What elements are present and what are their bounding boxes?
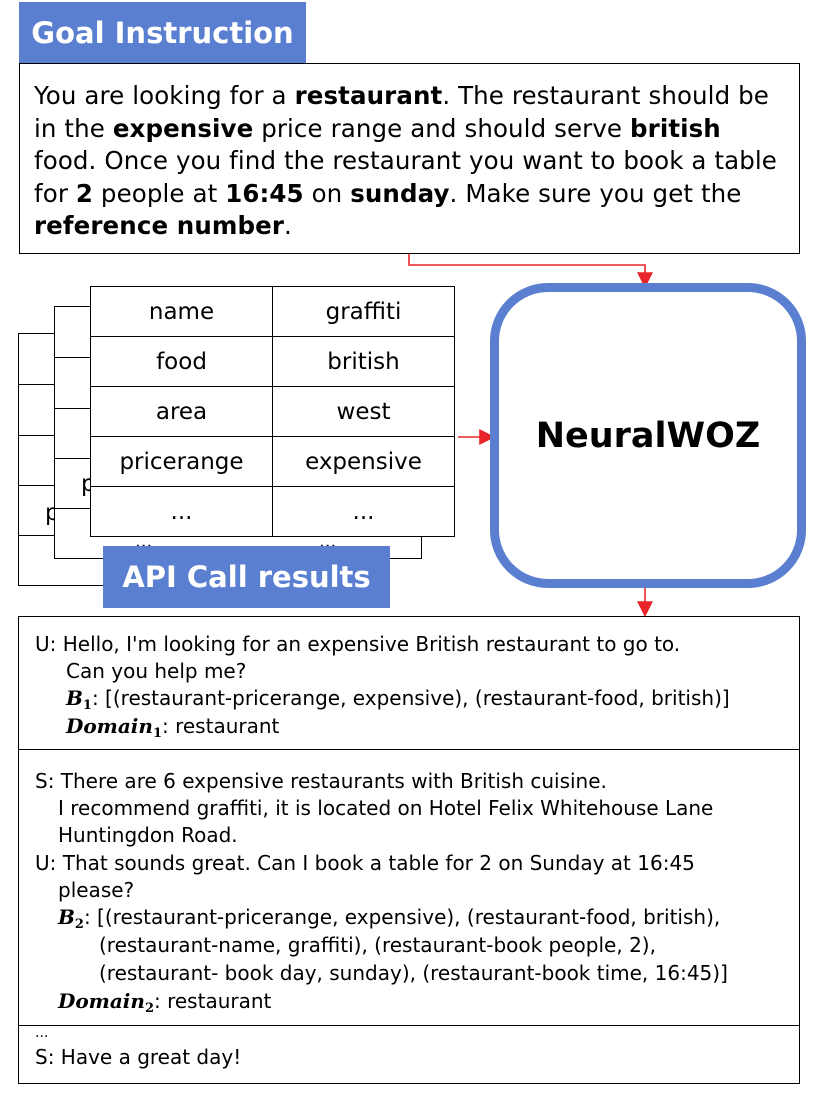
- turn2-domain-sub: 2: [144, 1001, 154, 1016]
- slot-name-cell: ...: [90, 486, 273, 537]
- turn1-belief-state: B1: [(restaurant-pricerange, expensive),…: [66, 685, 730, 719]
- turn2-system-line2: I recommend graffiti, it is located on H…: [58, 796, 714, 820]
- goal-instruction-label: Goal Instruction: [19, 2, 306, 63]
- api-call-results-label: API Call results: [103, 546, 390, 608]
- turn2-belief-state-line1: B2: [(restaurant-pricerange, expensive),…: [58, 904, 720, 938]
- dialogue-ellipsis: ...: [35, 1025, 49, 1041]
- slot-name-cell: name: [90, 286, 273, 337]
- turn2-user-line2: please?: [58, 878, 135, 902]
- turn2-domain-text: : restaurant: [154, 989, 272, 1013]
- goal-text-segment: price range and should serve: [253, 113, 630, 143]
- slot-value-cell: graffiti: [272, 286, 455, 337]
- turn1-user-line2: Can you help me?: [66, 659, 247, 683]
- goal-keyword: 16:45: [225, 178, 304, 208]
- goal-keyword: expensive: [112, 113, 254, 143]
- turn1-belief-sub: 1: [82, 698, 92, 713]
- turn2-system-line3: Huntingdon Road.: [58, 823, 238, 847]
- goal-keyword: british: [630, 113, 721, 143]
- slot-name-cell: pricerange: [90, 436, 273, 487]
- goal-text-segment: food. Once you find the restaurant you w…: [34, 146, 777, 208]
- goal-keyword: 2: [75, 178, 94, 208]
- goal-instruction-label-text: Goal Instruction: [31, 15, 294, 50]
- slot-name-cell: area: [90, 386, 273, 437]
- turn2-belief-state-line3: (restaurant- book day, sunday), (restaur…: [99, 961, 728, 985]
- turn2-domain-var: Domain: [58, 989, 145, 1013]
- turn-separator-2: [18, 1025, 799, 1026]
- turn2-domain: Domain2: restaurant: [58, 988, 271, 1022]
- slot-value-cell: west: [272, 386, 455, 437]
- goal-text-segment: people at: [93, 178, 226, 208]
- turn1-domain-sub: 1: [152, 726, 162, 741]
- turn2-user-line1: U: That sounds great. Can I book a table…: [35, 851, 695, 875]
- neuralwoz-model-box: NeuralWOZ: [490, 283, 806, 588]
- slot-value-cell: british: [272, 336, 455, 387]
- turn1-domain: Domain1: restaurant: [66, 713, 279, 747]
- turn2-belief-text-line1: : [(restaurant-pricerange, expensive), (…: [83, 905, 721, 929]
- goal-text-segment: .: [284, 211, 292, 240]
- goal-text-segment: on: [303, 178, 351, 208]
- turn2-belief-state-line2: (restaurant-name, graffiti), (restaurant…: [99, 933, 656, 957]
- goal-keyword: sunday: [350, 178, 450, 208]
- neuralwoz-label: NeuralWOZ: [535, 415, 761, 456]
- turn1-belief-var: B: [66, 686, 83, 710]
- turn1-domain-var: Domain: [66, 714, 153, 738]
- turn2-belief-var: B: [58, 905, 75, 929]
- goal-instruction-box: You are looking for a restaurant. The re…: [19, 63, 800, 254]
- slot-value-cell: expensive: [272, 436, 455, 487]
- turn1-domain-text: : restaurant: [162, 714, 280, 738]
- slot-name-cell: food: [90, 336, 273, 387]
- dialogue-box: [18, 616, 800, 1084]
- goal-keyword: reference number: [34, 211, 285, 240]
- turn1-belief-text: : [(restaurant-pricerange, expensive), (…: [91, 686, 730, 710]
- slot-value-cell: ...: [272, 486, 455, 537]
- turn-separator-1: [18, 749, 799, 750]
- turn1-user-line1: U: Hello, I'm looking for an expensive B…: [35, 632, 681, 656]
- api-table-row: ......: [90, 486, 455, 537]
- goal-text-segment: . The restaurant should be in the: [34, 81, 769, 143]
- turn2-belief-sub: 2: [74, 917, 84, 932]
- goal-to-model-arrow: [408, 254, 653, 289]
- goal-keyword: restaurant: [294, 81, 443, 110]
- goal-text-segment: . Make sure you get the: [449, 178, 742, 208]
- goal-instruction-text: You are looking for a restaurant. The re…: [34, 80, 785, 243]
- api-call-results-label-text: API Call results: [122, 560, 371, 594]
- turn2-system-line1: S: There are 6 expensive restaurants wit…: [35, 769, 607, 793]
- goal-text-segment: You are looking for a: [34, 81, 295, 110]
- final-system-line: S: Have a great day!: [35, 1045, 242, 1069]
